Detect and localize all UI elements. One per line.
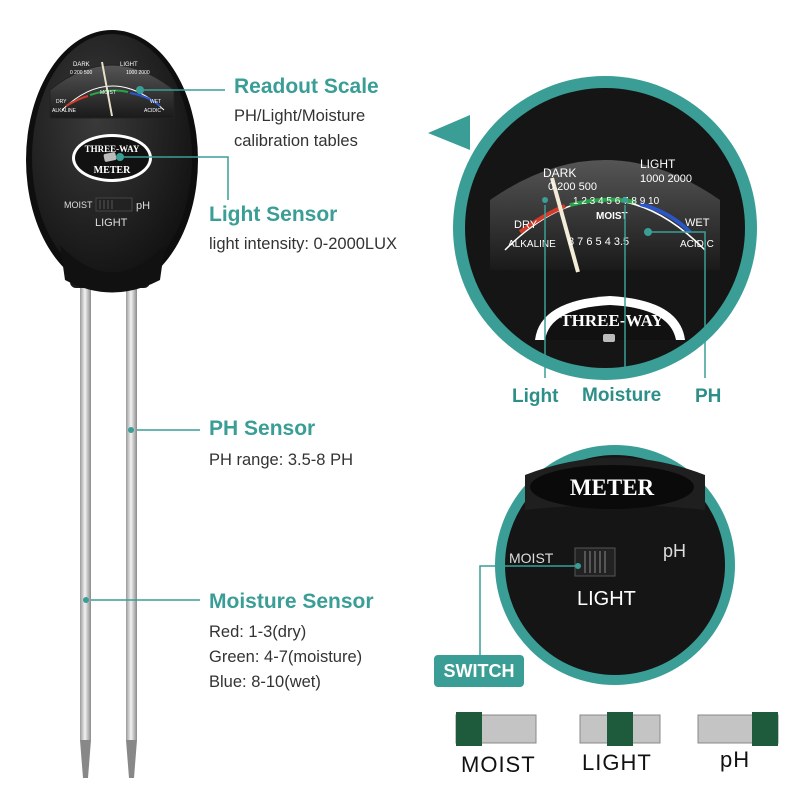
zoom-gauge: DARK LIGHT 0 200 500 1000 2000 1 2 3 4 5… [428,76,757,380]
moisture-probe [80,280,91,778]
device-switch-light: LIGHT [95,217,128,229]
zoom-switch-moist: MOIST [509,550,554,566]
dial-light-ticks-high: 1000 2000 [126,70,150,76]
callout-lines [91,89,229,601]
switch-position-moist [455,712,537,746]
device-switch-moist: MOIST [64,200,93,210]
zoom-light-ticks-high: 1000 2000 [640,173,692,185]
switch-badge: SWITCH [434,655,524,687]
zoom-switch: METER MOIST pH LIGHT [495,445,735,685]
zoom-brand-meter: METER [570,475,655,500]
zoom-acidic-label: ACIDIC [680,239,714,250]
switch-position-light [579,712,661,746]
zoom-label-light: Light [512,386,559,407]
brand-meter: METER [94,165,131,176]
brand-three-way: THREE-WAY [85,144,140,154]
switch-position-ph-label: pH [720,747,751,772]
zoom-alkaline-label: ALKALINE [508,239,556,250]
switch-position-ph [697,712,779,746]
zoom-wet-label: WET [685,217,710,229]
dial-dry-label: DRY [56,99,67,105]
dial-moist-label: MOIST [100,90,116,96]
switch-position-light-label: LIGHT [582,750,652,775]
moisture-sensor-desc-line: Red: 1-3(dry) [209,623,307,641]
meter-dial: DARK LIGHT 0 200 500 1000 2000 MOIST DRY… [49,61,175,119]
zoom-dry-label: DRY [514,219,538,231]
zoom-brand-three-way: THREE-WAY [560,311,663,330]
readout-scale-title: Readout Scale [234,75,379,98]
dial-wet-label: WET [150,99,161,105]
light-sensor-desc-line: light intensity: 0-2000LUX [209,235,398,253]
readout-scale-desc: PH/Light/Moisture calibration tables [234,104,365,154]
light-sensor-desc: light intensity: 0-2000LUX [209,232,397,257]
zoom-label-moisture: Moisture [582,385,662,406]
readout-desc-line: calibration tables [234,132,358,150]
zoom-light-label: LIGHT [640,157,676,171]
dial-dark-label: DARK [73,62,90,68]
zoom-switch-light: LIGHT [577,588,636,610]
light-sensor-title: Light Sensor [209,203,338,226]
zoom-pointer-lines [544,205,706,378]
moisture-sensor-desc-line: Blue: 8-10(wet) [209,673,321,691]
moisture-sensor-desc-line: Green: 4-7(moisture) [209,648,363,666]
dial-light-ticks-low: 0 200 500 [70,70,92,76]
zoom-ph-ticks: 8 7 6 5 4 3.5 [568,236,629,248]
zoom-light-ticks-low: 0 200 500 [548,181,597,193]
zoom-label-ph: PH [695,386,722,407]
moisture-sensor-title: Moisture Sensor [209,590,374,613]
zoom-switch-ph: pH [663,541,686,561]
readout-desc-line: PH/Light/Moisture [234,107,366,125]
moisture-sensor-desc: Red: 1-3(dry) Green: 4-7(moisture) Blue:… [209,620,362,695]
switch-position-moist-label: MOIST [461,752,536,777]
dial-light-label: LIGHT [120,62,138,68]
ph-sensor-desc-line: PH range: 3.5-8 PH [209,451,353,469]
device-switch[interactable]: MOIST pH LIGHT [64,197,150,229]
dial-alkaline-label: ALKALINE [52,108,77,114]
ph-sensor-desc: PH range: 3.5-8 PH [209,448,353,473]
ph-probe [126,280,137,778]
dial-acidic-label: ACIDIC [144,108,161,114]
device-switch-ph: pH [136,200,150,212]
zoom-moist-label: MOIST [596,211,628,222]
meter-brand-plate: THREE-WAY METER [72,134,152,182]
ph-sensor-title: PH Sensor [209,417,316,440]
zoom-dark-label: DARK [543,166,576,180]
switch-pointer-line [479,565,578,655]
zoom-moist-ticks: 1 2 3 4 5 6 7 8 9 10 [573,196,660,207]
